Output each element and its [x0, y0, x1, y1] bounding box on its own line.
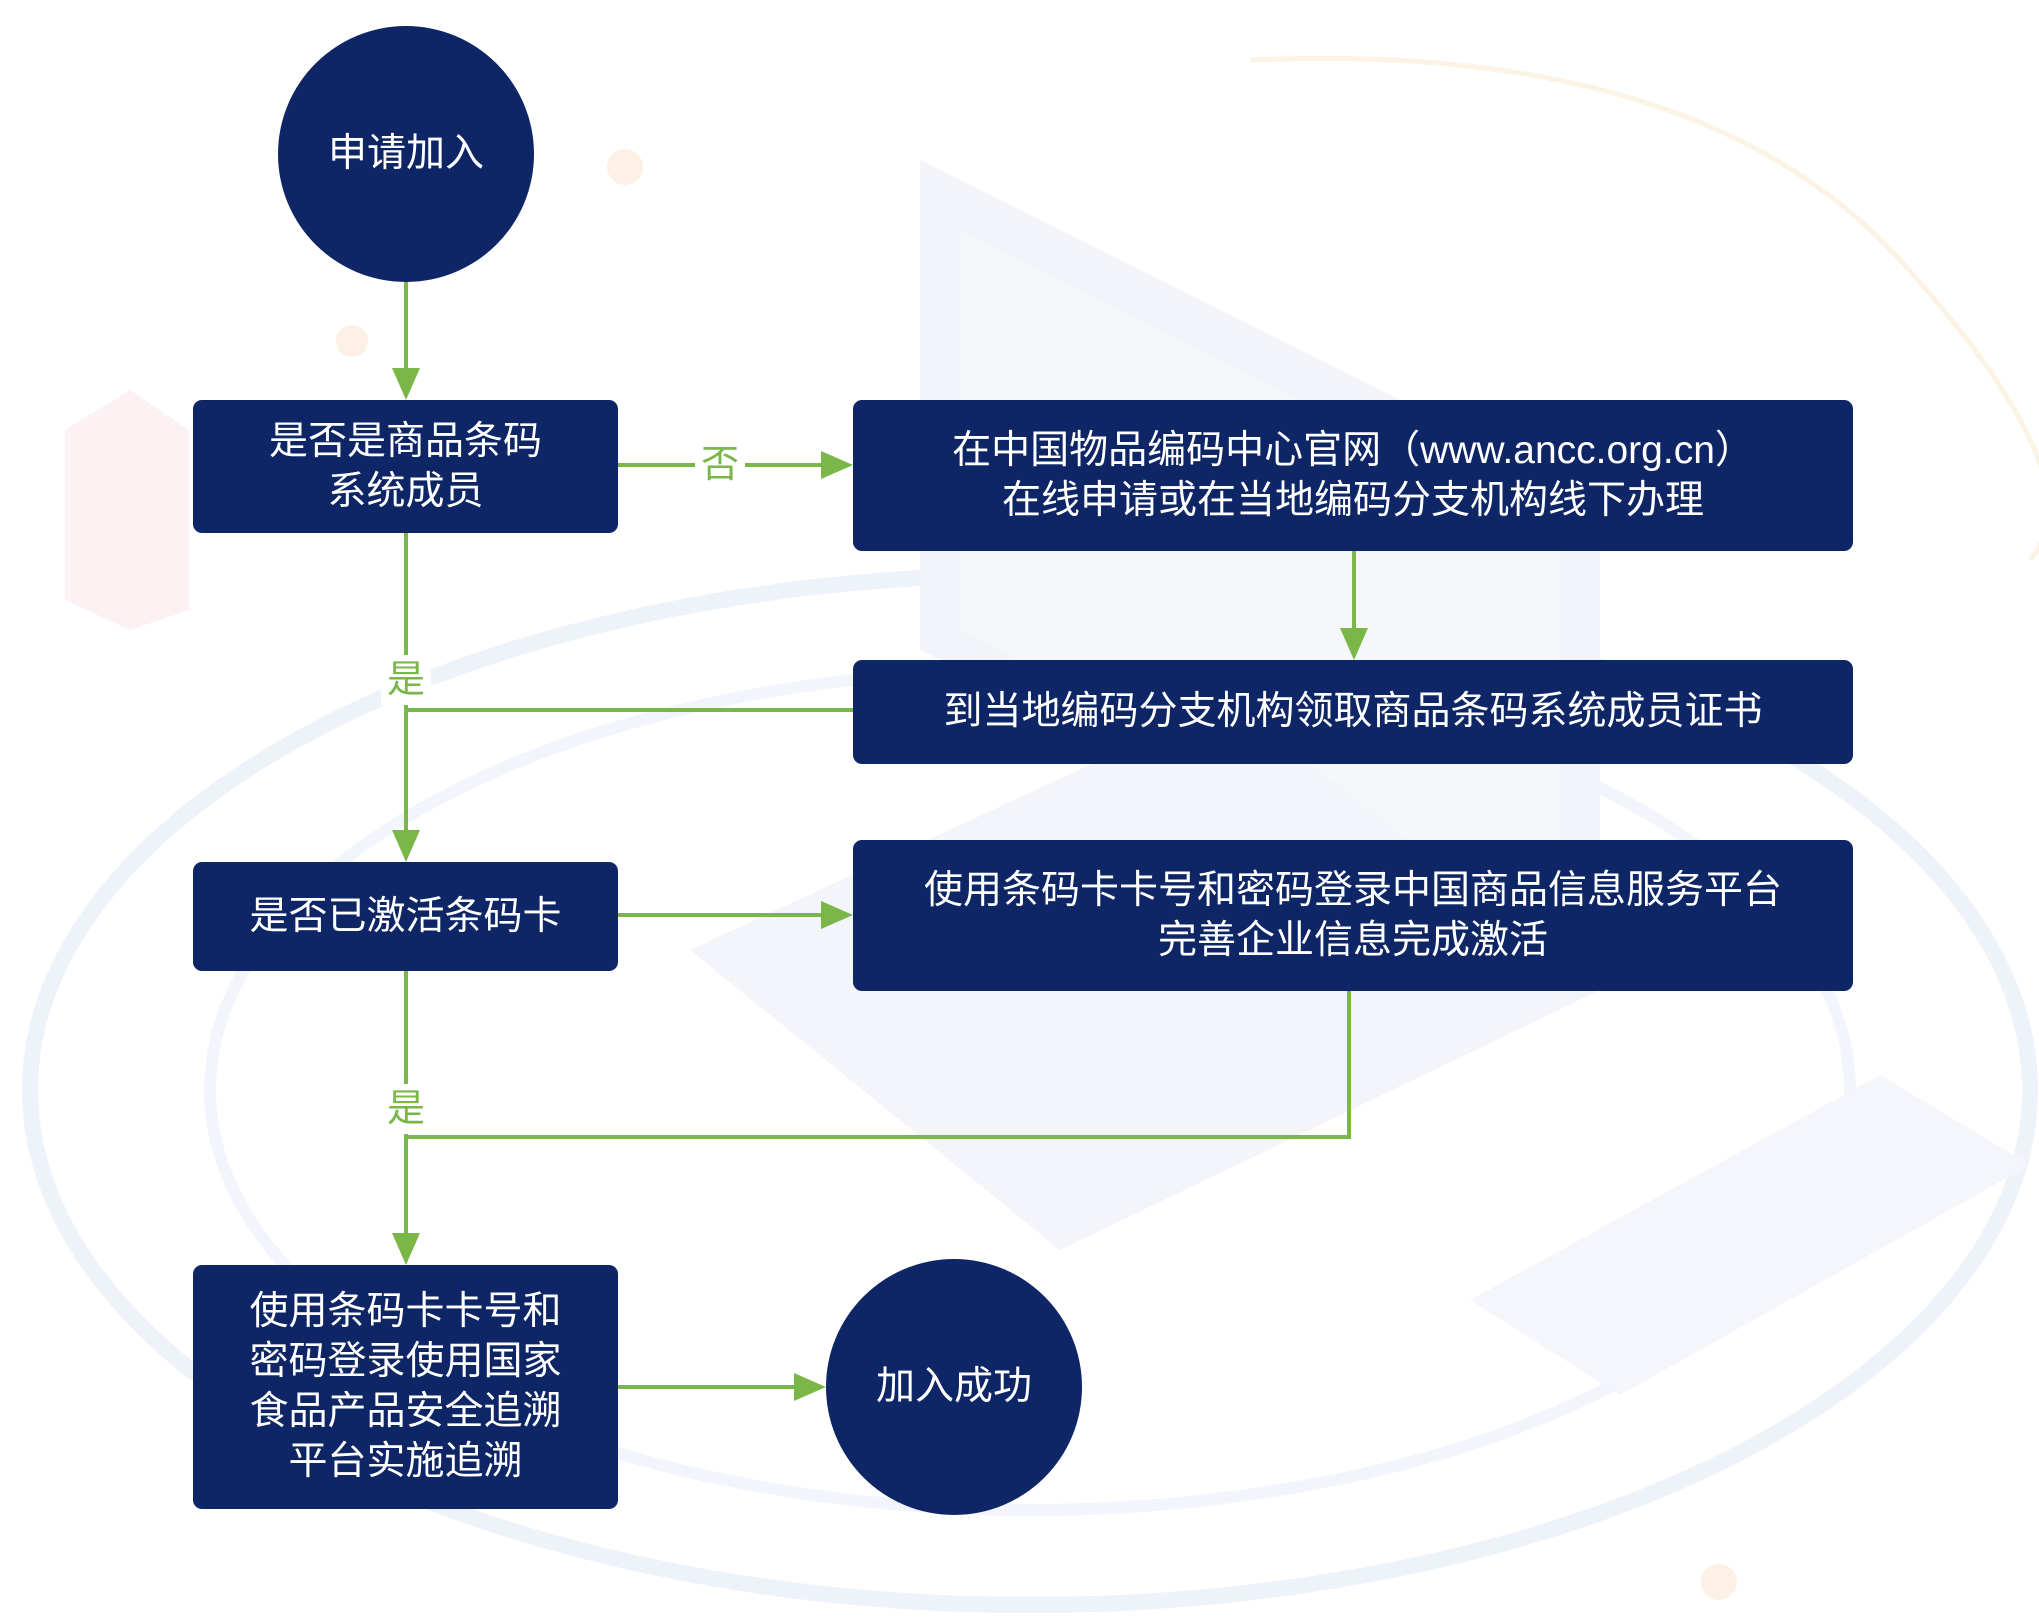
step-activate-card-line-1: 使用条码卡卡号和密码登录中国商品信息服务平台 — [923, 868, 1782, 912]
background-cube — [65, 390, 189, 630]
end-node: 加入成功 — [826, 1259, 1082, 1515]
decision-is-member-line-1: 是否是商品条码 — [268, 419, 542, 463]
edge-label-yes-member: 是 — [381, 655, 431, 705]
background-tablet — [1470, 1075, 2030, 1395]
decision-is-activated: 是否已激活条码卡 — [193, 862, 618, 971]
step-trace-platform-line-3: 食品产品安全追溯 — [249, 1390, 562, 1433]
arrow-start-to-check-member — [392, 282, 420, 400]
background-dot-3 — [1701, 1564, 1737, 1600]
step-activate-card-line-2: 完善企业信息完成激活 — [1157, 918, 1548, 962]
decision-is-member: 是否是商品条码 系统成员 — [193, 400, 618, 533]
step-trace-platform: 使用条码卡卡号和 密码登录使用国家 食品产品安全追溯 平台实施追溯 — [193, 1265, 618, 1509]
edge-label-yes-activated: 是 — [381, 1084, 431, 1134]
background-arc — [1249, 55, 2039, 562]
step-apply-online: 在中国物品编码中心官网（www.ancc.org.cn） 在线申请或在当地编码分… — [853, 400, 1853, 551]
step-get-certificate: 到当地编码分支机构领取商品条码系统成员证书 — [853, 660, 1853, 764]
arrow-check-activated-to-activate-card — [618, 901, 853, 929]
edge-label-no: 否 — [695, 440, 745, 490]
connector-activate-card-to-main-line — [406, 991, 1351, 1139]
step-apply-online-line-2: 在线申请或在当地编码分支机构线下办理 — [1001, 478, 1704, 522]
arrow-trace-platform-to-end — [618, 1373, 826, 1401]
step-activate-card: 使用条码卡卡号和密码登录中国商品信息服务平台 完善企业信息完成激活 — [853, 840, 1853, 991]
start-node-label: 申请加入 — [327, 132, 484, 175]
background-dot-2 — [336, 325, 368, 357]
decision-is-member-line-2: 系统成员 — [327, 469, 484, 513]
step-apply-online-line-1: 在中国物品编码中心官网（www.ancc.org.cn） — [952, 428, 1754, 472]
background-dot-1 — [607, 149, 643, 185]
decision-is-activated-line-1: 是否已激活条码卡 — [249, 894, 562, 938]
step-trace-platform-line-1: 使用条码卡卡号和 — [249, 1290, 562, 1333]
step-trace-platform-line-2: 密码登录使用国家 — [249, 1340, 562, 1383]
arrow-apply-online-to-certificate — [1340, 551, 1368, 660]
end-node-label: 加入成功 — [875, 1365, 1032, 1408]
start-node: 申请加入 — [278, 26, 534, 282]
step-get-certificate-line-1: 到当地编码分支机构领取商品条码系统成员证书 — [943, 690, 1763, 733]
step-trace-platform-line-4: 平台实施追溯 — [288, 1440, 523, 1483]
